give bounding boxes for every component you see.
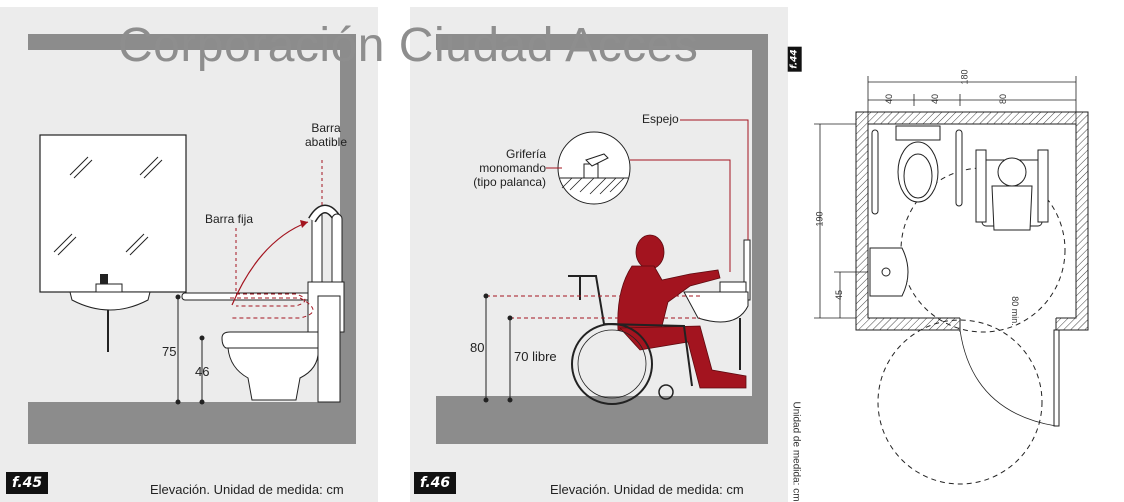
caption-f45: Elevación. Unidad de medida: cm bbox=[150, 482, 344, 497]
label-barra-fija: Barra fija bbox=[205, 212, 254, 226]
label-griferia-line2: monomando bbox=[479, 161, 546, 175]
dimension-bar-height: 75 bbox=[162, 344, 177, 359]
dimension-sink-height: 80 bbox=[470, 340, 485, 355]
dimension-sink-offset: 45 bbox=[834, 289, 845, 301]
dimension-clearance: 70 libre bbox=[514, 349, 557, 364]
figure-tag-f46: f.46 bbox=[414, 472, 457, 494]
label-griferia-line3: (tipo palanca) bbox=[473, 175, 546, 189]
label-barra-abatible-line1: Barra bbox=[311, 121, 341, 135]
caption-f44: Unidad de medida: cm bbox=[790, 401, 802, 502]
dimension-segment-1: 40 bbox=[884, 93, 895, 105]
dimension-door-min: 80 min. bbox=[1009, 296, 1020, 326]
label-griferia-line1: Grifería bbox=[505, 147, 546, 161]
figure-tag-f45: f.45 bbox=[6, 472, 49, 494]
dimension-segment-3: 80 bbox=[998, 93, 1009, 105]
caption-f46: Elevación. Unidad de medida: cm bbox=[550, 482, 744, 497]
dimension-total-width: 180 bbox=[959, 69, 970, 85]
label-espejo: Espejo bbox=[642, 112, 679, 126]
dimension-segment-2: 40 bbox=[930, 93, 941, 105]
label-barra-abatible-line2: abatible bbox=[304, 135, 348, 149]
dimension-total-depth: 190 bbox=[814, 211, 825, 227]
figure-tag-f44: f.44 bbox=[787, 46, 802, 72]
dimension-seat-height: 46 bbox=[195, 364, 210, 379]
watermark: Corporación Ciudad Acces bbox=[118, 19, 699, 72]
